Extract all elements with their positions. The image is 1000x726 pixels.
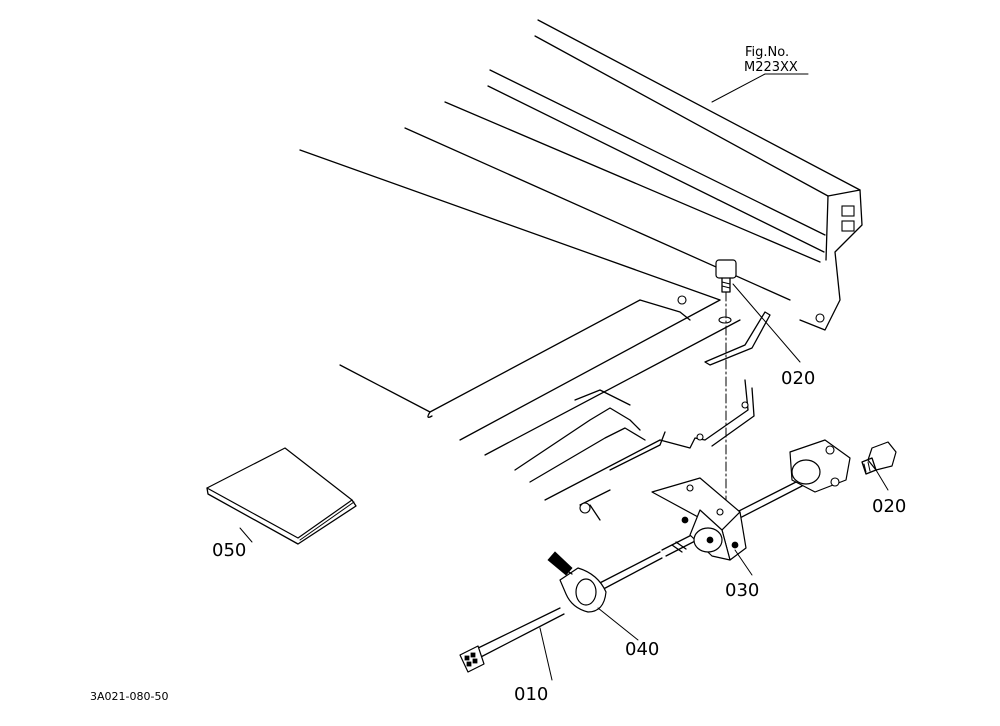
callout-020-right: 020 [872, 496, 906, 517]
sensor-assembly [589, 439, 851, 595]
callout-040: 040 [625, 639, 659, 660]
figure-number: M223XX [744, 60, 798, 75]
callout-010: 010 [514, 684, 548, 705]
frame-panel [299, 19, 863, 521]
callout-030: 030 [725, 580, 759, 601]
bolt-upper [715, 259, 737, 521]
cable-clamp [547, 551, 607, 613]
callout-020-upper: 020 [781, 368, 815, 389]
manual-booklet [206, 447, 357, 545]
bolt-right [861, 441, 897, 475]
drawing-code: 3A021-080-50 [90, 690, 168, 703]
leader-lines [239, 73, 889, 681]
figure-label: Fig.No. [745, 45, 789, 60]
callout-050: 050 [212, 540, 246, 561]
wire-harness [459, 607, 565, 673]
